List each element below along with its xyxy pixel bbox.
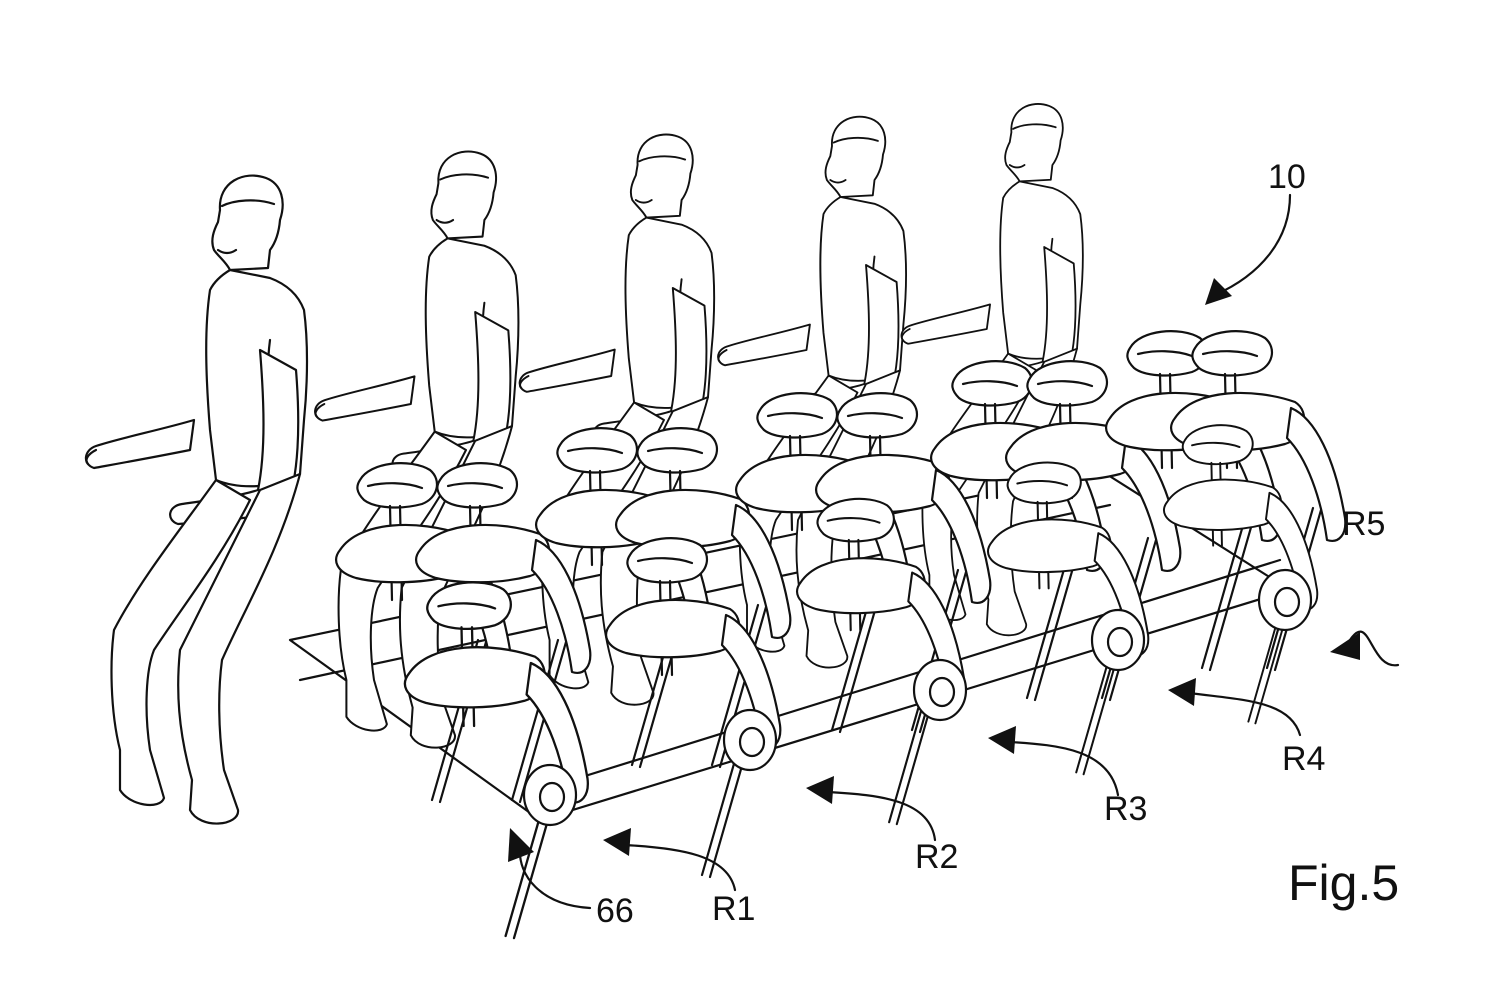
- label-r2: R2: [915, 838, 958, 876]
- label-66: 66: [596, 892, 634, 930]
- leader-arrows: [508, 193, 1400, 910]
- label-r5: R5: [1342, 505, 1385, 543]
- label-10: 10: [1268, 158, 1306, 196]
- label-r4: R4: [1282, 740, 1325, 778]
- figure-caption: Fig.5: [1288, 855, 1399, 911]
- label-r3: R3: [1104, 790, 1147, 828]
- label-r1: R1: [712, 890, 755, 928]
